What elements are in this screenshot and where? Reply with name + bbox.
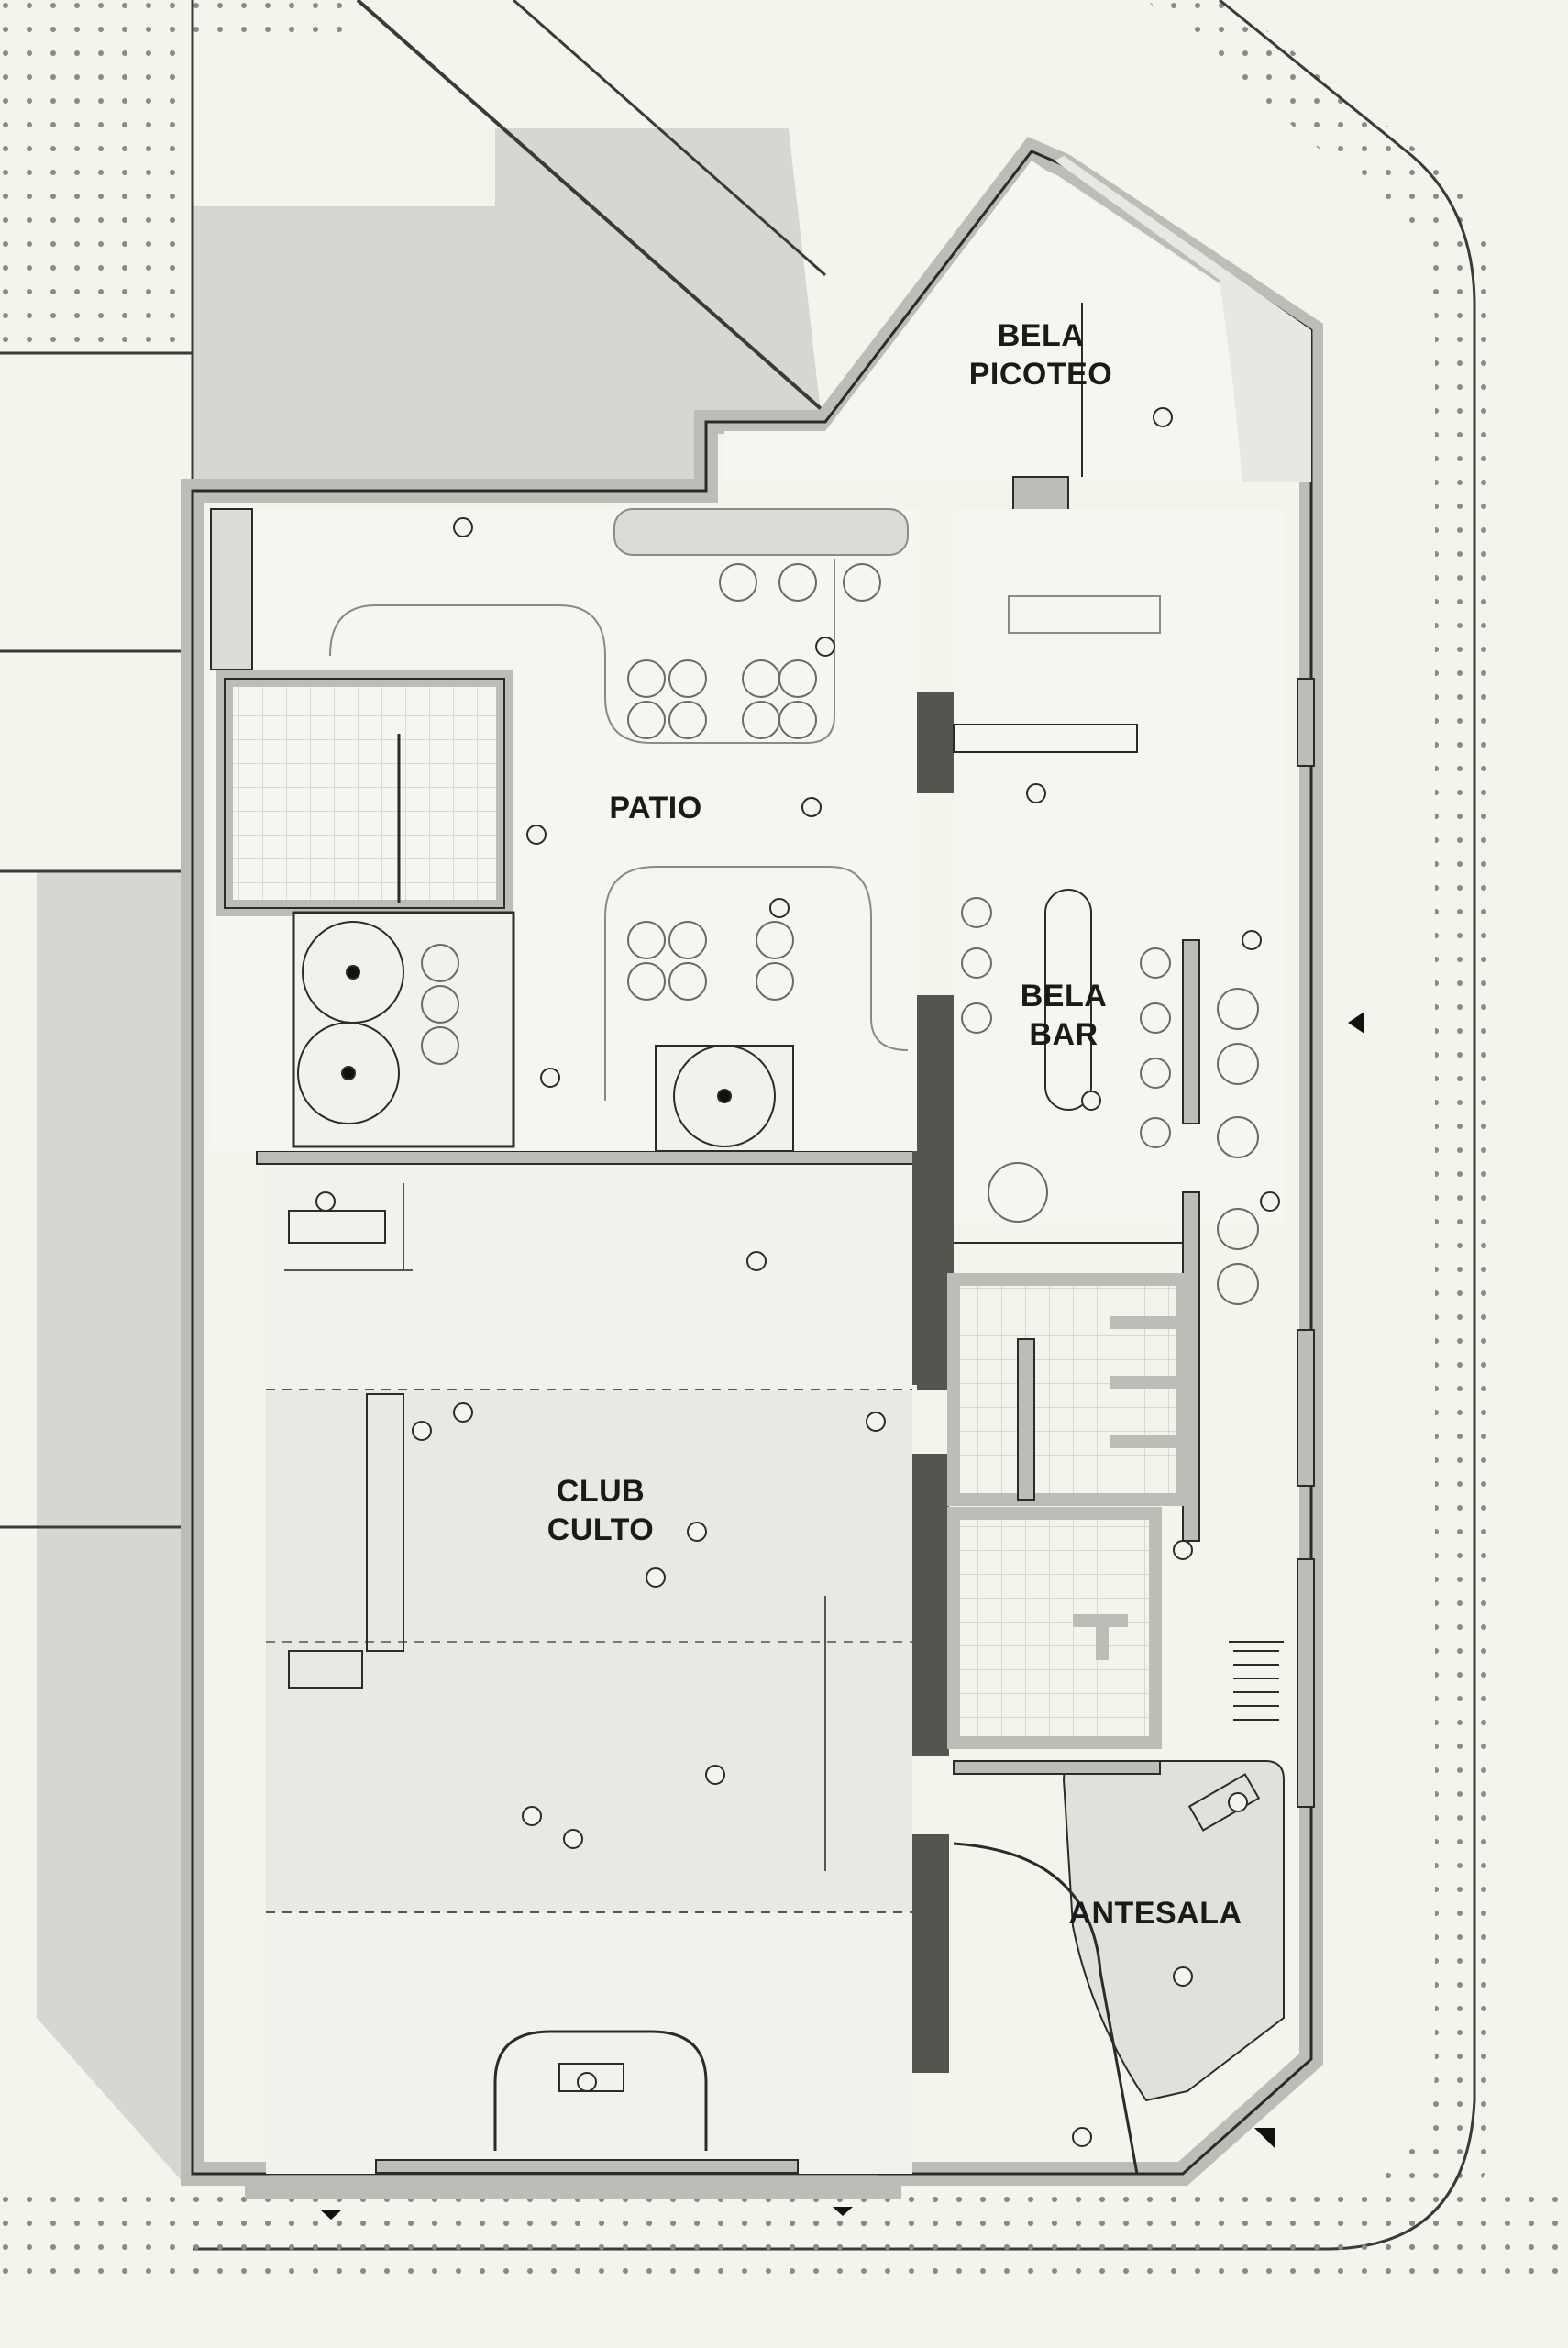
tree-planter-west bbox=[292, 911, 515, 1148]
room-label-bela-picoteo: BELA PICOTEO bbox=[968, 318, 1113, 392]
neighbour-building-north bbox=[193, 128, 821, 486]
person-icon bbox=[315, 407, 1280, 2147]
room-label-patio: PATIO bbox=[609, 791, 702, 825]
room-label-club-culto: CLUB CULTO bbox=[547, 1474, 655, 1547]
room-label-bela-bar: BELA BAR bbox=[1020, 979, 1108, 1052]
room-label-antesala: ANTESALA bbox=[1068, 1896, 1242, 1931]
patio-toilets bbox=[216, 670, 513, 916]
tree-icon bbox=[297, 921, 776, 1147]
patio-tables bbox=[421, 563, 881, 1065]
bela-picoteo-floor bbox=[724, 161, 1284, 482]
entrance-arrow-icon bbox=[321, 1012, 1364, 2220]
bar-toilets bbox=[947, 1273, 1189, 1506]
neighbour-dotted-top bbox=[193, 0, 353, 37]
sidewalk-south bbox=[0, 2197, 1568, 2275]
neighbour-dotted-area bbox=[0, 0, 193, 353]
